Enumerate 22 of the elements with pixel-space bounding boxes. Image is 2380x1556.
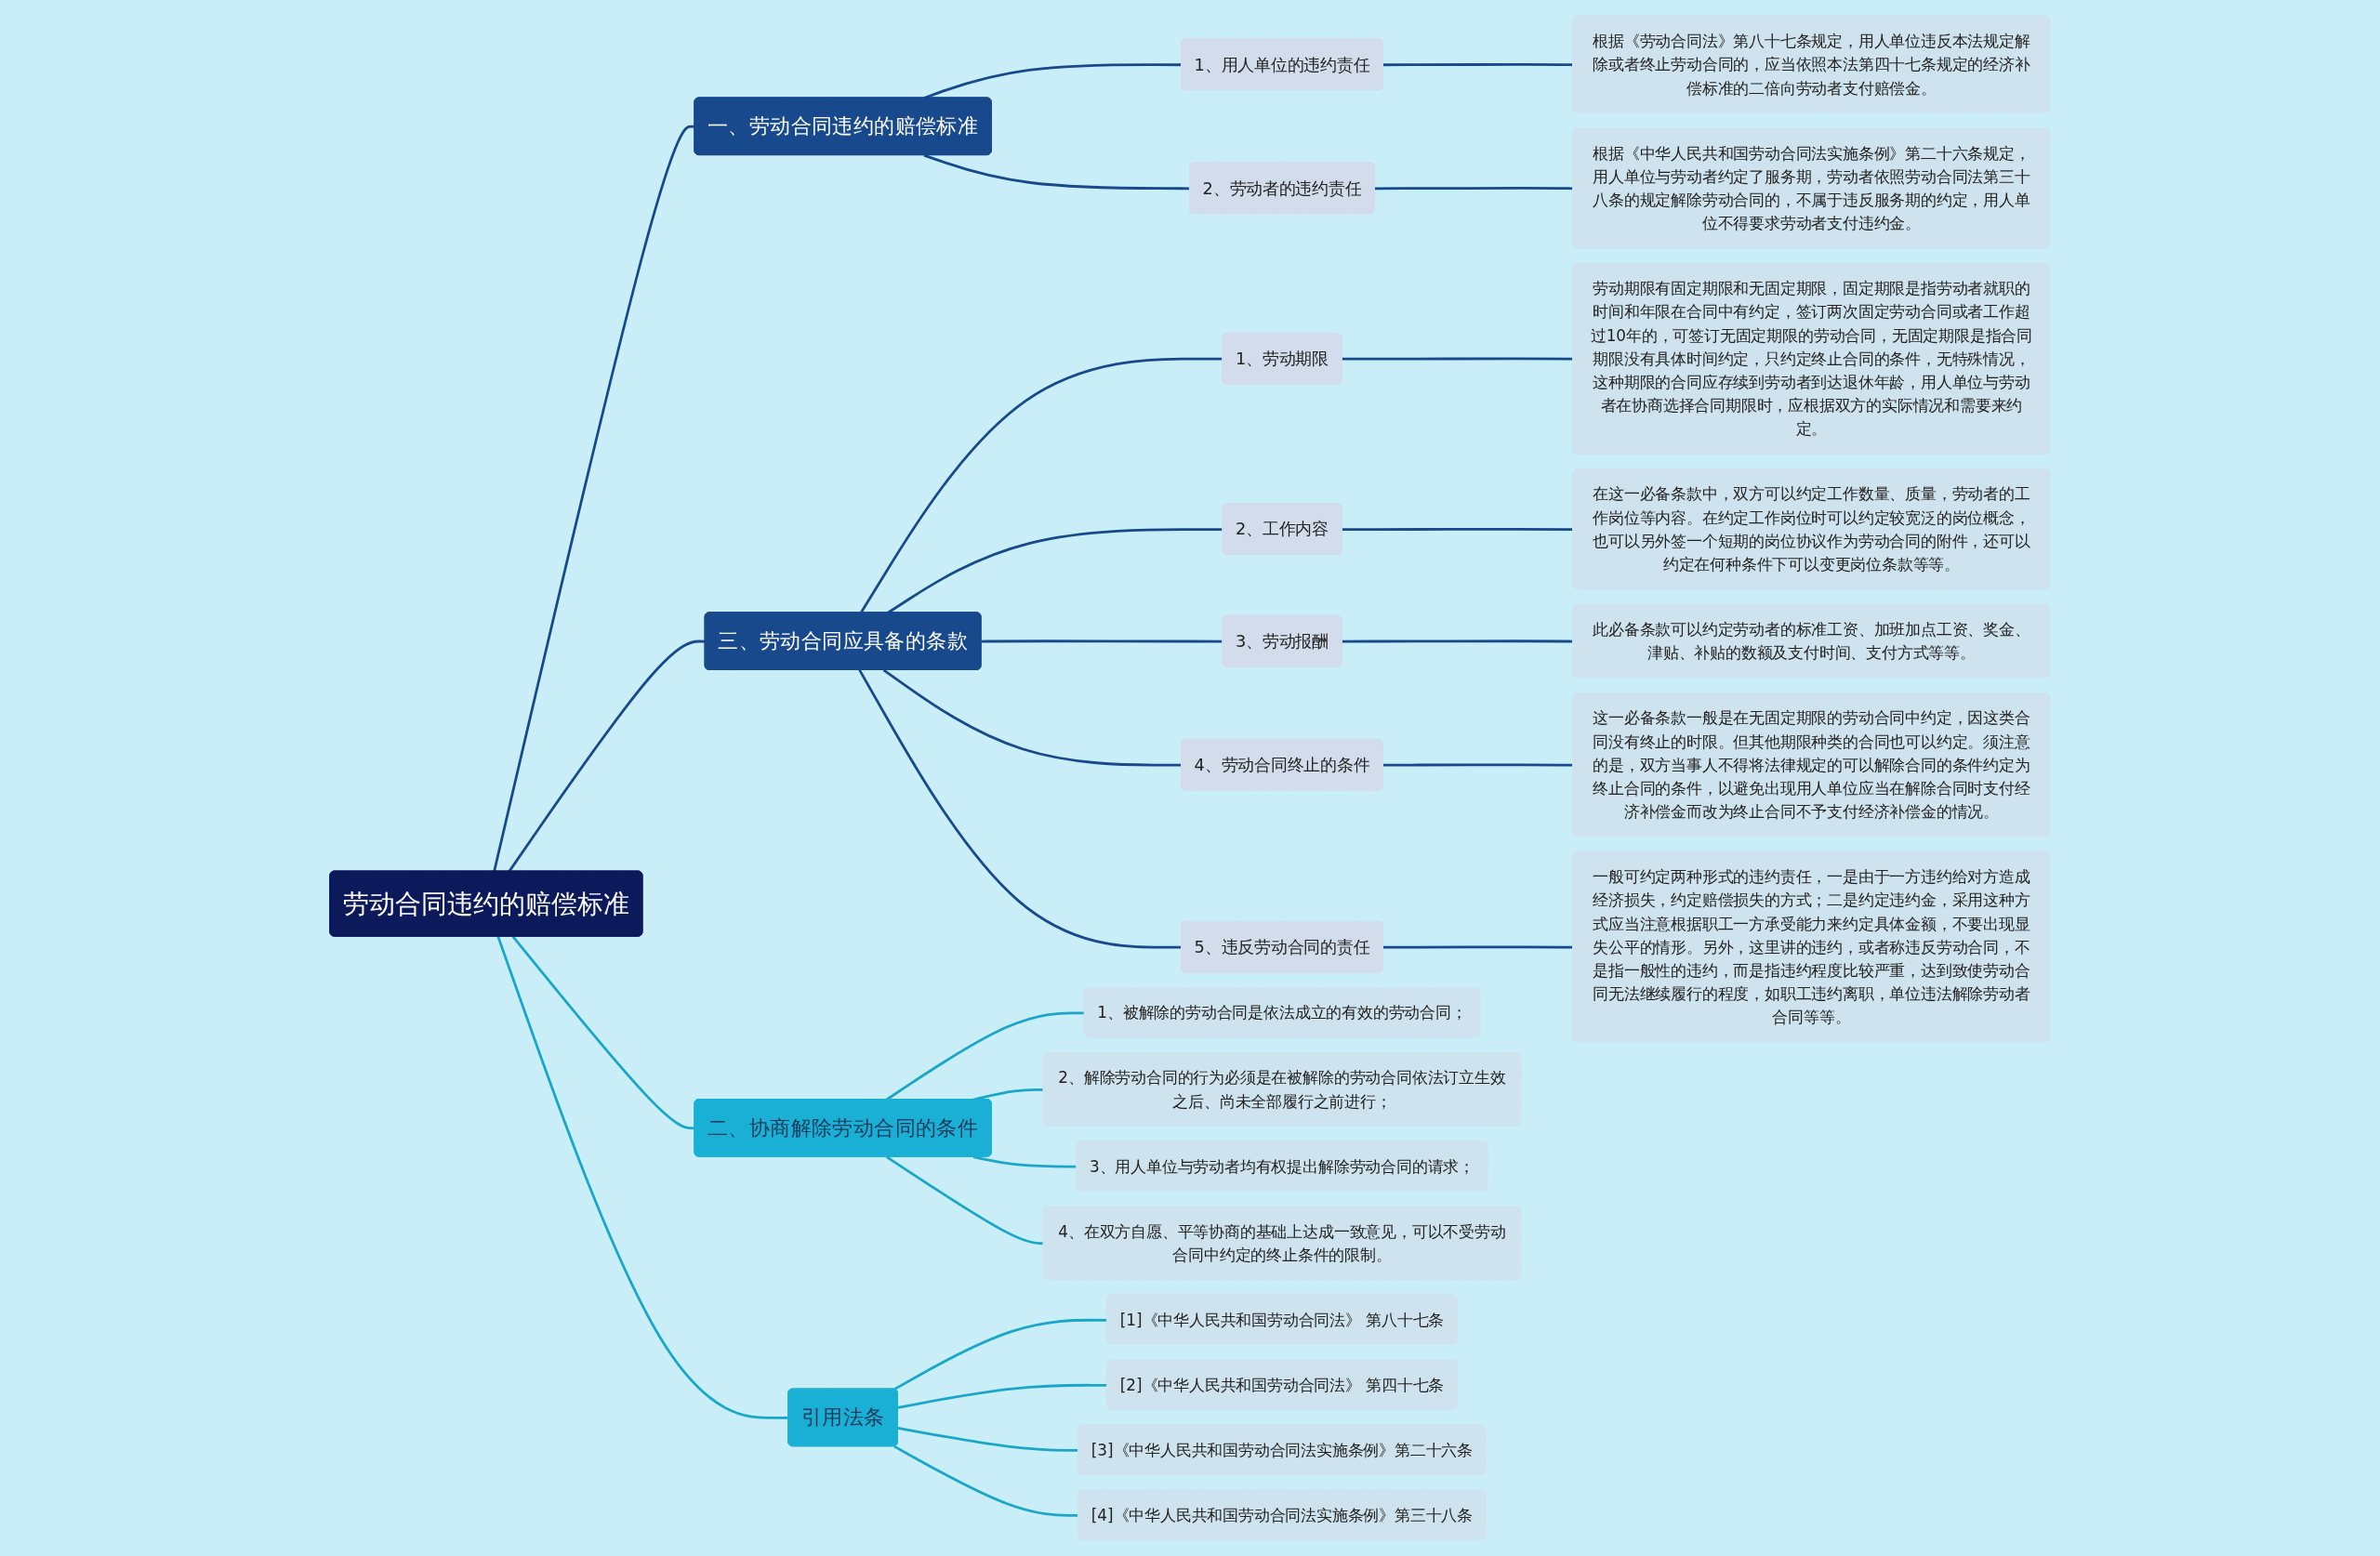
connector — [508, 640, 706, 873]
connector — [1382, 63, 1574, 67]
connector — [493, 125, 695, 872]
connector — [1342, 527, 1574, 532]
connector — [1374, 187, 1574, 191]
connector — [1382, 945, 1574, 949]
connector — [885, 1155, 1044, 1246]
connector — [859, 357, 1223, 613]
connector — [923, 153, 1190, 191]
connector — [897, 1383, 1108, 1409]
connector — [893, 1318, 1108, 1391]
connector — [897, 1426, 1079, 1452]
connector — [893, 1444, 1079, 1517]
connector — [981, 640, 1223, 643]
connector — [1342, 640, 1574, 643]
connector — [1382, 763, 1574, 767]
connector — [858, 669, 1183, 949]
connector — [496, 936, 789, 1419]
connector — [882, 668, 1183, 767]
connector — [972, 1155, 1078, 1168]
connector — [1342, 357, 1574, 361]
connector — [511, 935, 695, 1130]
